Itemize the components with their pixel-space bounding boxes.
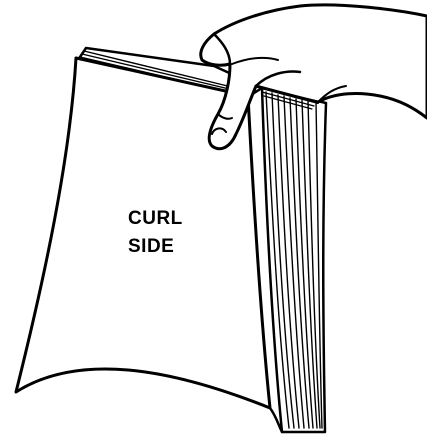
stack-right-edge: [262, 88, 326, 432]
label-line-side: SIDE: [128, 236, 174, 257]
label-line-curl: CURL: [128, 208, 183, 229]
